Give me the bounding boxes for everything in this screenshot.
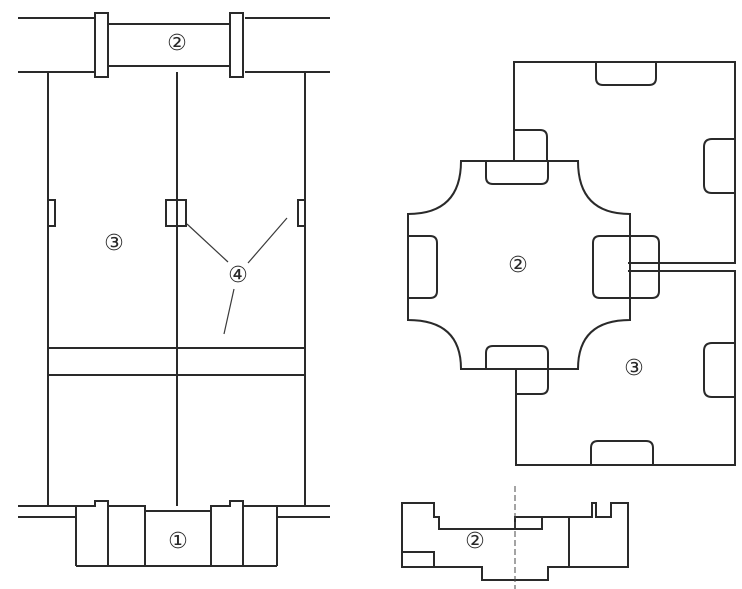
upper-panel-top-notch — [595, 62, 657, 86]
upper-panel-right-notch — [703, 138, 735, 194]
left-plan: ② ③ ④ — [18, 12, 330, 567]
right-wall-notch — [297, 199, 305, 227]
leader-line-to-notch — [247, 217, 288, 264]
elevation-outline — [401, 502, 629, 581]
lower-panel-left-notch — [516, 369, 549, 395]
left-wall-notch — [48, 199, 56, 227]
bottom-block-outline — [75, 500, 278, 566]
cross-right-notch-outer — [630, 235, 660, 299]
cross-bottom-notch — [485, 345, 549, 369]
cross-block-outline — [407, 160, 631, 370]
cross-top-notch — [485, 161, 549, 185]
leader-line-to-connector — [186, 223, 229, 263]
elevation-left-step — [402, 551, 435, 567]
top-connector-block — [94, 12, 244, 78]
label-lower-panel: ③ — [624, 356, 644, 381]
leader-lines — [186, 217, 288, 335]
elevation-center-step — [515, 516, 543, 530]
lower-panel-right-notch — [703, 342, 735, 398]
label-left-panel: ③ — [104, 231, 124, 256]
left-middle-band — [48, 347, 305, 376]
lower-panel-bottom-notch — [590, 440, 654, 465]
leader-line-to-band — [223, 288, 235, 335]
cross-left-notch — [408, 235, 438, 299]
upper-panel-left-notch — [514, 129, 548, 161]
cross-right-notch-inner — [592, 235, 630, 299]
left-bottom-beam: ① — [18, 500, 330, 567]
label-bottom-block: ① — [168, 529, 188, 554]
right-plan: ③ ② — [407, 61, 736, 466]
left-walls — [47, 72, 306, 506]
center-small-connector — [165, 199, 187, 227]
label-cross-block: ② — [508, 253, 528, 278]
label-elevation: ② — [465, 529, 485, 554]
bottom-elevation: ② — [401, 486, 629, 589]
left-top-beam: ② — [18, 12, 330, 78]
label-top-block: ② — [167, 31, 187, 56]
label-leader-parts: ④ — [228, 263, 248, 288]
